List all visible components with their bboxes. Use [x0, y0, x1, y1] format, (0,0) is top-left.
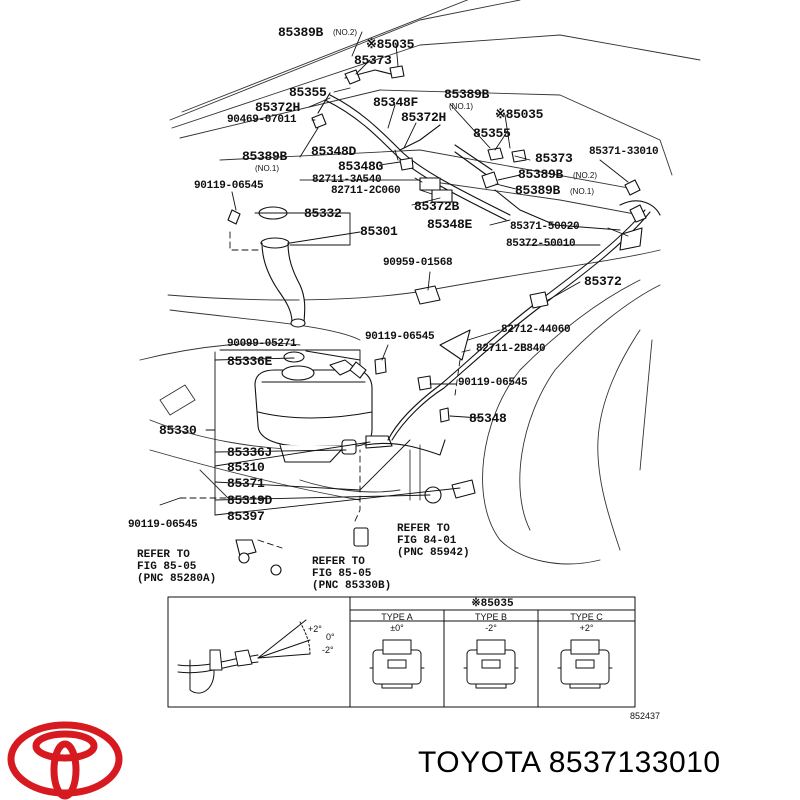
illustration-number: 852437 [630, 711, 661, 721]
refer-note-fig-85-05-b: REFER TO FIG 85-05 (PNC 85330B) [312, 556, 392, 592]
label-90119-bottom: 90119-06545 [128, 519, 198, 531]
washer-tank [254, 359, 373, 463]
label-85310: 85310 [227, 460, 265, 475]
label-85389B-top: 85389B [278, 25, 324, 40]
label-85336E: 85336E [227, 354, 273, 369]
sublabel-85389B-no2: (NO.2) [573, 171, 597, 180]
brand-part-number: TOYOTA 8537133010 [418, 746, 721, 779]
label-90119-right: 90119-06545 [458, 377, 528, 389]
nozzle-variant-a [369, 639, 425, 689]
label-85336J: 85336J [227, 445, 273, 460]
label-85348: 85348 [469, 411, 507, 426]
label-85035-top: ※85035 [366, 37, 415, 52]
label-90119-top: 90119-06545 [194, 180, 264, 192]
label-85348E: 85348E [427, 217, 473, 232]
label-85372: 85372 [584, 274, 622, 289]
label-85372B: 85372B [414, 199, 460, 214]
label-85348G: 85348G [338, 159, 384, 174]
label-90469: 90469-07011 [227, 114, 297, 126]
leader-lines [159, 31, 629, 549]
label-85389B-no1: 85389B [515, 183, 561, 198]
nozzle-variant-c [557, 639, 613, 689]
filler-neck [258, 206, 306, 363]
type-c-name: TYPE C [570, 612, 603, 622]
sublabel-85389B-mid: (NO.1) [449, 102, 473, 111]
label-85332: 85332 [304, 206, 342, 221]
label-85301: 85301 [360, 224, 398, 239]
toyota-logo [7, 721, 123, 800]
type-table-header: ※85035 [471, 598, 514, 610]
type-b-name: TYPE B [474, 612, 507, 622]
label-85397: 85397 [227, 509, 265, 524]
type-a-angle: ±0° [390, 623, 404, 633]
label-85373-right: 85373 [535, 151, 573, 166]
label-82711-2C060: 82711-2C060 [331, 185, 401, 197]
sublabel-85389B-left: (NO.1) [255, 164, 279, 173]
type-a-name: TYPE A [381, 612, 413, 622]
label-85319D: 85319D [227, 493, 273, 508]
refer-note-fig-84-01: REFER TO FIG 84-01 (PNC 85942) [397, 523, 470, 559]
label-85371-50020: 85371-50020 [510, 221, 580, 233]
hood-outline [169, 0, 701, 216]
washer-hoses [317, 69, 661, 456]
sublabel-85389B-top: (NO.2) [333, 28, 357, 37]
sublabel-85389B-no1: (NO.1) [570, 187, 594, 196]
label-82712: 82712-44060 [501, 324, 571, 336]
angle-mark-minus2: -2° [322, 645, 334, 655]
label-85348D: 85348D [311, 144, 357, 159]
spray-angle-drawing [177, 619, 311, 694]
label-85389B-mid: 85389B [444, 87, 490, 102]
label-82711-2B840: 82711-2B840 [476, 343, 546, 355]
angle-mark-0: 0° [326, 632, 335, 642]
label-82711-3A540: 82711-3A540 [312, 174, 382, 186]
label-85372H-left: 85372H [255, 100, 301, 115]
type-table-frame [167, 596, 636, 708]
angle-mark-plus2: +2° [308, 624, 322, 634]
label-85372-50010: 85372-50010 [506, 238, 576, 250]
label-85373-top: 85373 [354, 53, 392, 68]
label-85035-right: ※85035 [495, 107, 544, 122]
pumps [235, 435, 476, 576]
refer-note-fig-85-05-a: REFER TO FIG 85-05 (PNC 85280A) [137, 549, 217, 585]
label-85330: 85330 [159, 423, 197, 438]
label-90119-mid: 90119-06545 [365, 331, 435, 343]
type-b-angle: -2° [485, 623, 497, 633]
label-85371-33010: 85371-33010 [589, 146, 659, 158]
label-85389B-no2: 85389B [518, 167, 564, 182]
label-85348F: 85348F [373, 95, 419, 110]
label-85372H-mid: 85372H [401, 110, 447, 125]
label-85389B-left: 85389B [242, 149, 288, 164]
label-90099: 90099-05271 [227, 338, 297, 350]
nozzle-variant-b [463, 639, 519, 689]
label-85355-left: 85355 [289, 85, 327, 100]
type-c-angle: +2° [579, 623, 594, 633]
label-85371: 85371 [227, 476, 265, 491]
fender-body [139, 249, 661, 565]
label-90959: 90959-01568 [383, 257, 453, 269]
label-85355-right: 85355 [473, 126, 511, 141]
